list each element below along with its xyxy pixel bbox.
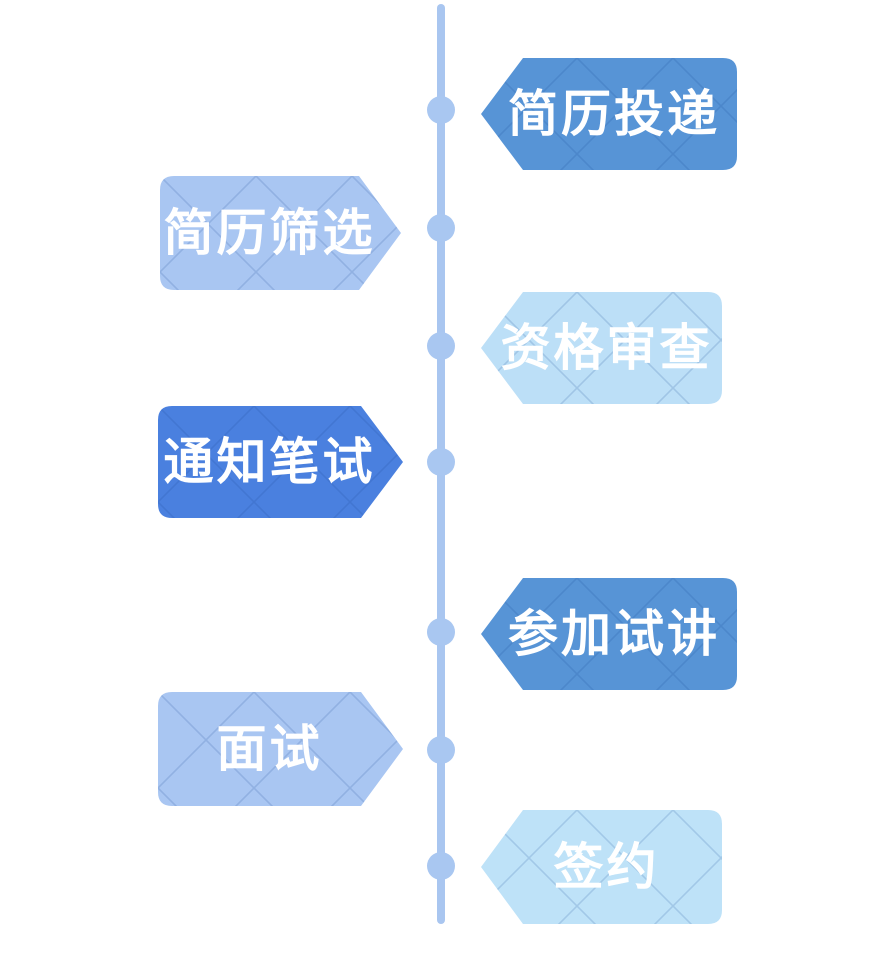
timeline-node [427, 852, 455, 880]
step-banner-6: 面试 [158, 692, 403, 806]
step-banner-7: 签约 [481, 810, 722, 924]
step-banner-3: 资格审查 [481, 292, 722, 404]
step-label: 简历筛选 [163, 205, 376, 261]
timeline-node [427, 736, 455, 764]
arrow-left-shape [481, 292, 722, 404]
step-label: 资格审查 [500, 320, 713, 376]
arrow-left-shape [481, 810, 722, 924]
step-banner-1: 简历投递 [481, 58, 737, 170]
step-label: 简历投递 [508, 86, 720, 142]
step-label: 签约 [553, 839, 660, 895]
step-banner-2: 简历筛选 [160, 176, 401, 290]
arrow-right-shape [158, 692, 403, 806]
step-banner-5: 参加试讲 [481, 578, 737, 690]
arrow-left-shape [481, 578, 737, 690]
timeline-node [427, 332, 455, 360]
step-label: 面试 [216, 721, 323, 777]
arrow-left-shape [481, 58, 737, 170]
timeline-node [427, 214, 455, 242]
step-banner-4: 通知笔试 [158, 406, 403, 518]
step-label: 参加试讲 [508, 606, 720, 662]
timeline-node [427, 618, 455, 646]
arrow-right-shape [158, 406, 403, 518]
timeline-node [427, 448, 455, 476]
arrow-right-shape [160, 176, 401, 290]
step-label: 通知笔试 [163, 434, 376, 490]
timeline-node [427, 96, 455, 124]
